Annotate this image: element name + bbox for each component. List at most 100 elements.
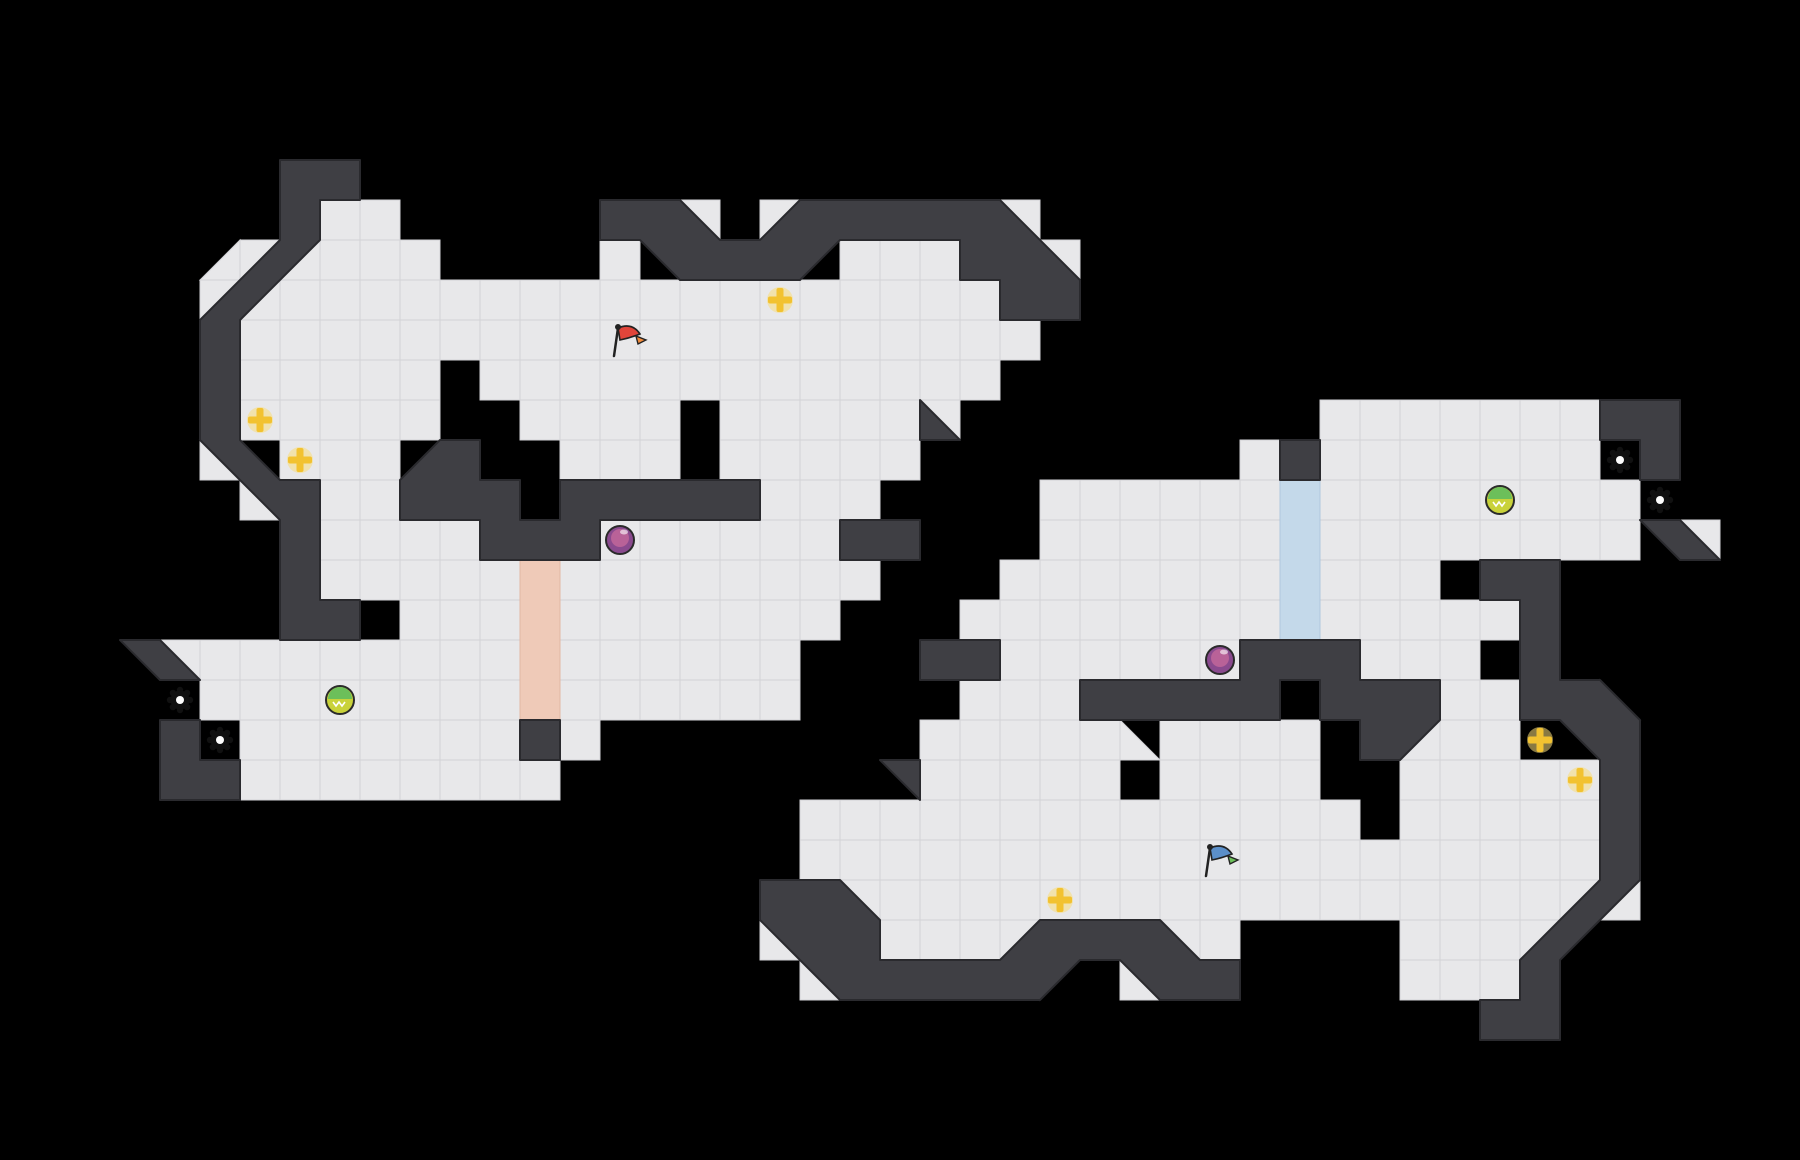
floor-tile	[1039, 679, 1081, 721]
bomb-icon	[166, 686, 194, 714]
floor-tile	[559, 719, 601, 761]
floor-tile	[399, 639, 441, 681]
floor-tile	[799, 479, 841, 521]
floor-tile	[479, 319, 521, 361]
floor-tile	[319, 759, 361, 801]
floor-tile	[279, 719, 321, 761]
floor-tile	[559, 679, 601, 721]
floor-tile	[198, 238, 241, 281]
floor-tile	[519, 279, 561, 321]
bomb-icon	[1606, 446, 1634, 474]
floor-tile	[1319, 439, 1361, 481]
floor-tile	[1159, 479, 1201, 521]
floor-tile	[479, 559, 521, 601]
floor-tile	[919, 879, 961, 921]
floor-tile	[719, 279, 761, 321]
bomb-icon	[206, 726, 234, 754]
floor-tile	[959, 919, 1001, 961]
floor-tile	[359, 279, 401, 321]
floor-tile	[1279, 719, 1321, 761]
floor-tile	[1319, 599, 1361, 641]
floor-tile	[279, 639, 321, 681]
floor-tile	[479, 359, 521, 401]
floor-tile	[1079, 719, 1121, 761]
floor-tile	[1079, 559, 1121, 601]
floor-tile	[1479, 399, 1521, 441]
floor-tile	[759, 319, 801, 361]
floor-tile	[1199, 919, 1241, 961]
floor-tile	[1119, 479, 1161, 521]
floor-tile	[1479, 599, 1521, 641]
floor-tile	[359, 559, 401, 601]
floor-tile	[1199, 799, 1241, 841]
floor-tile	[479, 679, 521, 721]
floor-tile	[1239, 839, 1281, 881]
yellow-boost-icon	[287, 447, 313, 473]
floor-tile	[399, 319, 441, 361]
floor-tile	[1399, 599, 1441, 641]
floor-tile	[719, 519, 761, 561]
floor-tile	[959, 599, 1001, 641]
floor-tile	[399, 679, 441, 721]
floor-tile	[279, 759, 321, 801]
floor-tile	[479, 719, 521, 761]
floor-tile	[1439, 959, 1481, 1001]
floor-tile	[1559, 519, 1601, 561]
floor-tile	[799, 599, 841, 641]
floor-tile	[1319, 559, 1361, 601]
floor-tile	[679, 599, 721, 641]
powerup-orb-icon	[1205, 645, 1235, 675]
floor-tile	[1159, 879, 1201, 921]
floor-tile	[479, 279, 521, 321]
floor-tile	[1439, 839, 1481, 881]
floor-tile	[1439, 599, 1481, 641]
floor-tile	[1199, 559, 1241, 601]
floor-tile	[959, 279, 1001, 321]
floor-tile	[479, 599, 521, 641]
floor-tile	[1039, 719, 1081, 761]
floor-tile	[359, 239, 401, 281]
floor-tile	[679, 519, 721, 561]
floor-tile	[239, 359, 281, 401]
floor-tile	[1079, 879, 1121, 921]
floor-tile	[1159, 799, 1201, 841]
floor-tile	[839, 399, 881, 441]
floor-tile	[1439, 639, 1481, 681]
floor-tile	[1079, 519, 1121, 561]
floor-tile	[879, 319, 921, 361]
floor-tile	[1439, 799, 1481, 841]
floor-tile	[799, 799, 841, 841]
floor-tile	[839, 319, 881, 361]
floor-tile	[1479, 959, 1521, 1001]
floor-tile	[1439, 479, 1481, 521]
floor-tile	[919, 239, 961, 281]
floor-tile	[279, 359, 321, 401]
yellow-boost-icon	[767, 287, 793, 313]
floor-tile	[1519, 799, 1561, 841]
floor-tile	[359, 759, 401, 801]
floor-tile	[319, 239, 361, 281]
floor-tile	[959, 359, 1001, 401]
floor-tile	[1439, 399, 1481, 441]
floor-tile	[319, 559, 361, 601]
floor-tile	[1279, 839, 1321, 881]
floor-tile	[799, 359, 841, 401]
floor-tile	[1079, 639, 1121, 681]
floor-tile	[399, 519, 441, 561]
floor-tile	[319, 319, 361, 361]
floor-tile	[719, 359, 761, 401]
floor-tile	[279, 319, 321, 361]
floor-tile	[1519, 439, 1561, 481]
floor-tile	[599, 359, 641, 401]
floor-tile	[559, 319, 601, 361]
floor-tile	[399, 399, 441, 441]
floor-tile	[599, 239, 641, 281]
floor-tile	[839, 559, 881, 601]
floor-tile	[1319, 399, 1361, 441]
floor-tile	[759, 599, 801, 641]
floor-tile	[799, 519, 841, 561]
floor-tile	[599, 679, 641, 721]
floor-tile	[519, 319, 561, 361]
floor-tile	[1159, 599, 1201, 641]
